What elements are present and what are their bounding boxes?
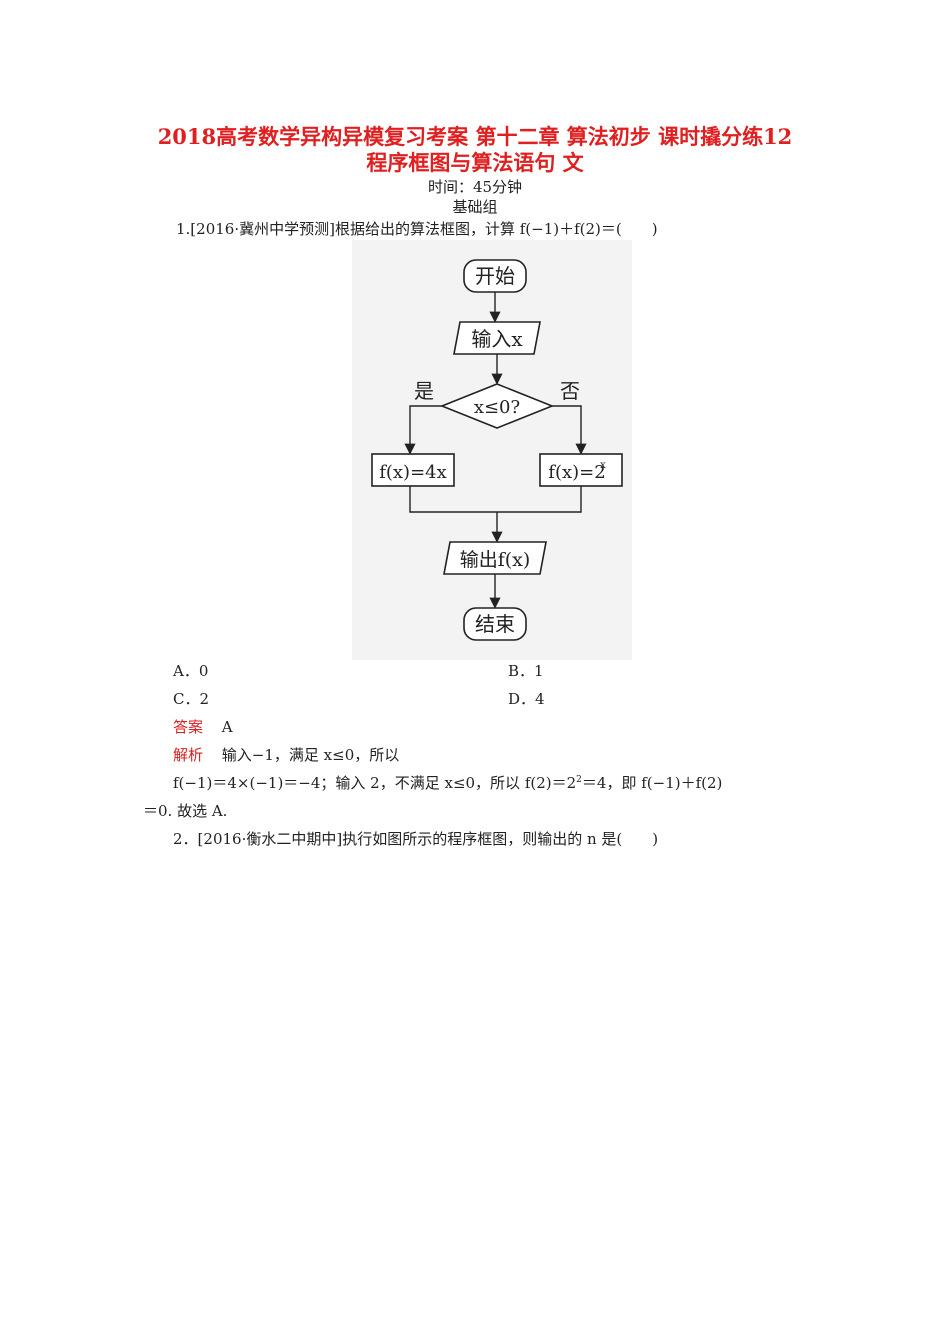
no-label: 否 xyxy=(560,379,580,403)
left-process-box xyxy=(371,453,455,487)
analysis-text-2b: ＝4，即 f(−1)＋f(2) xyxy=(581,774,723,792)
answer-label: 答案 xyxy=(173,718,204,736)
left-box-label: f(x)=4x xyxy=(379,462,447,483)
answer-row: 答案 A xyxy=(173,716,233,737)
right-box-label: f(x)=2 xyxy=(548,462,605,483)
analysis-text-2a: f(−1)＝4×(−1)＝−4；输入 2，不满足 x≤0，所以 f(2)＝2 xyxy=(173,774,577,792)
flowchart-diagram: 开始 输入x x≤0? 是 否 f(x)=4x f(x)=2 x 输出f(x) … xyxy=(352,240,632,660)
time-limit: 时间：45分钟 xyxy=(427,178,523,196)
question-2-text: 2．[2016·衡水二中期中]执行如图所示的程序框图，则输出的 n 是( ) xyxy=(173,830,659,848)
input-label: 输入x xyxy=(471,327,523,351)
question-1-text: 1.[2016·冀州中学预测]根据给出的算法框图，计算 f(−1)＋f(2)＝(… xyxy=(176,220,658,238)
option-c: C．2 xyxy=(173,690,210,708)
analysis-exponent: 2 xyxy=(576,775,582,785)
doc-title-line2: 程序框图与算法语句 文 xyxy=(366,150,584,175)
start-label: 开始 xyxy=(475,264,515,288)
analysis-label: 解析 xyxy=(173,746,204,764)
end-label: 结束 xyxy=(475,612,515,636)
analysis-row: 解析 输入−1，满足 x≤0，所以 xyxy=(173,744,399,765)
yes-label: 是 xyxy=(414,379,434,403)
output-label: 输出f(x) xyxy=(460,549,531,571)
option-b: B．1 xyxy=(508,662,544,680)
doc-title-line1: 2018高考数学异构异模复习考案 第十二章 算法初步 课时撬分练12 xyxy=(157,124,793,149)
option-a: A．0 xyxy=(173,662,209,680)
answer-value: A xyxy=(221,718,233,736)
output-parallelogram xyxy=(443,541,547,575)
input-parallelogram xyxy=(453,321,541,355)
analysis-text-1: 输入−1，满足 x≤0，所以 xyxy=(221,746,400,764)
option-d: D．4 xyxy=(508,690,545,708)
group-label: 基础组 xyxy=(452,198,498,216)
condition-label: x≤0? xyxy=(474,397,520,418)
analysis-line-2: f(−1)＝4×(−1)＝−4；输入 2，不满足 x≤0，所以 f(2)＝22＝… xyxy=(173,772,722,793)
right-box-exponent: x xyxy=(600,460,606,471)
analysis-line-3: ＝0. 故选 A. xyxy=(143,802,228,820)
